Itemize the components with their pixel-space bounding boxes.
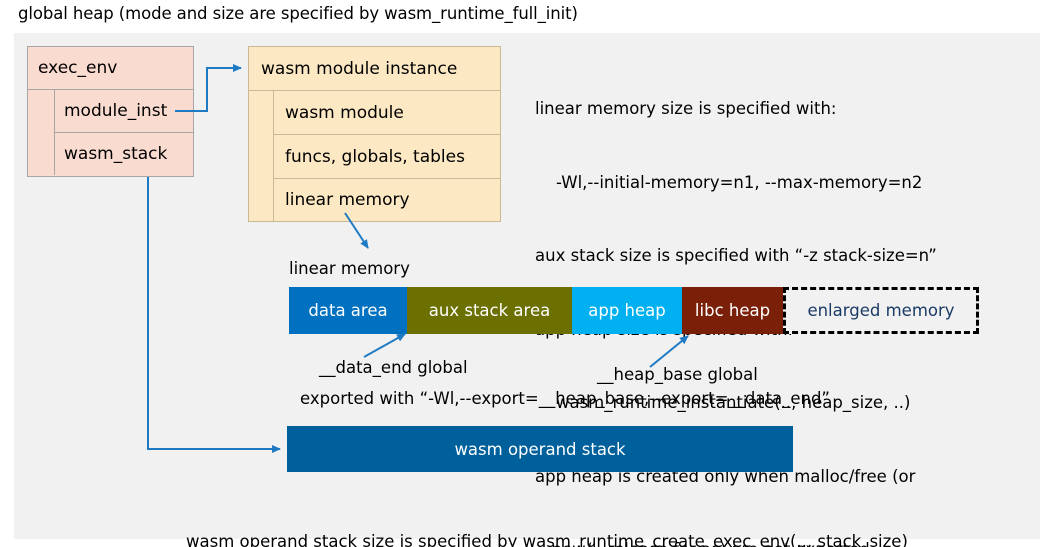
- module-instance-field-linear-memory-label: linear memory: [285, 190, 410, 210]
- module-instance-field-funcs-globals-tables-label: funcs, globals, tables: [285, 146, 465, 167]
- memory-segment-enlarged-memory-label: enlarged memory: [807, 301, 955, 320]
- annotation-exported-with: exported with “-Wl,--export=__heap_base,…: [300, 389, 830, 408]
- memory-note-line-2: aux stack size is specified with “-z sta…: [535, 246, 937, 265]
- linear-memory-bar: data area aux stack area app heap libc h…: [289, 287, 979, 334]
- exec-env-header: exec_env: [28, 47, 193, 90]
- memory-segment-app-heap: app heap: [572, 287, 682, 334]
- exec-env-field-module-inst-label: module_inst: [64, 101, 168, 121]
- memory-segment-aux-stack-area: aux stack area: [407, 287, 572, 334]
- memory-segment-app-heap-label: app heap: [588, 301, 666, 320]
- memory-note-line-1: -Wl,--initial-memory=n1, --max-memory=n2: [535, 172, 923, 192]
- memory-note-line-4: wasm_runtime_instantiate(.., heap_size, …: [535, 393, 911, 412]
- memory-note-line-0: linear memory size is specified with:: [535, 99, 837, 118]
- page-title: global heap (mode and size are specified…: [18, 4, 578, 23]
- module-instance-field-linear-memory: linear memory: [273, 179, 500, 221]
- module-instance-header: wasm module instance: [249, 47, 500, 91]
- module-instance-field-wasm-module: wasm module: [273, 91, 500, 135]
- memory-segment-data-area-label: data area: [308, 301, 388, 320]
- stack-note-line-0: wasm operand stack size is specified by …: [186, 532, 908, 547]
- exec-env-box: exec_env module_inst wasm_stack: [27, 46, 194, 177]
- memory-segment-enlarged-memory: enlarged memory: [783, 287, 979, 334]
- annotation-heap-base: __heap_base global: [597, 365, 758, 384]
- memory-segment-aux-stack-area-label: aux stack area: [428, 301, 551, 320]
- exec-env-header-label: exec_env: [38, 58, 118, 78]
- annotation-data-end: __data_end global: [319, 358, 468, 377]
- memory-segment-libc-heap: libc heap: [682, 287, 783, 334]
- stack-notes-block: wasm operand stack size is specified by …: [186, 481, 908, 547]
- wasm-operand-stack-label: wasm operand stack: [454, 439, 626, 459]
- module-instance-field-funcs-globals-tables: funcs, globals, tables: [273, 135, 500, 179]
- module-instance-field-wasm-module-label: wasm module: [285, 102, 404, 123]
- memory-segment-data-area: data area: [289, 287, 407, 334]
- wasm-operand-stack-box: wasm operand stack: [287, 426, 793, 472]
- module-instance-header-label: wasm module instance: [261, 58, 458, 79]
- exec-env-field-wasm-stack: wasm_stack: [54, 133, 193, 175]
- linear-memory-bar-label: linear memory: [289, 259, 410, 278]
- memory-note-line-6: __new/__release for as) are not exported: [535, 538, 937, 547]
- memory-segment-libc-heap-label: libc heap: [694, 301, 771, 320]
- exec-env-field-wasm-stack-label: wasm_stack: [64, 144, 168, 164]
- exec-env-field-module-inst: module_inst: [54, 90, 193, 133]
- wasm-module-instance-box: wasm module instance wasm module funcs, …: [248, 46, 501, 222]
